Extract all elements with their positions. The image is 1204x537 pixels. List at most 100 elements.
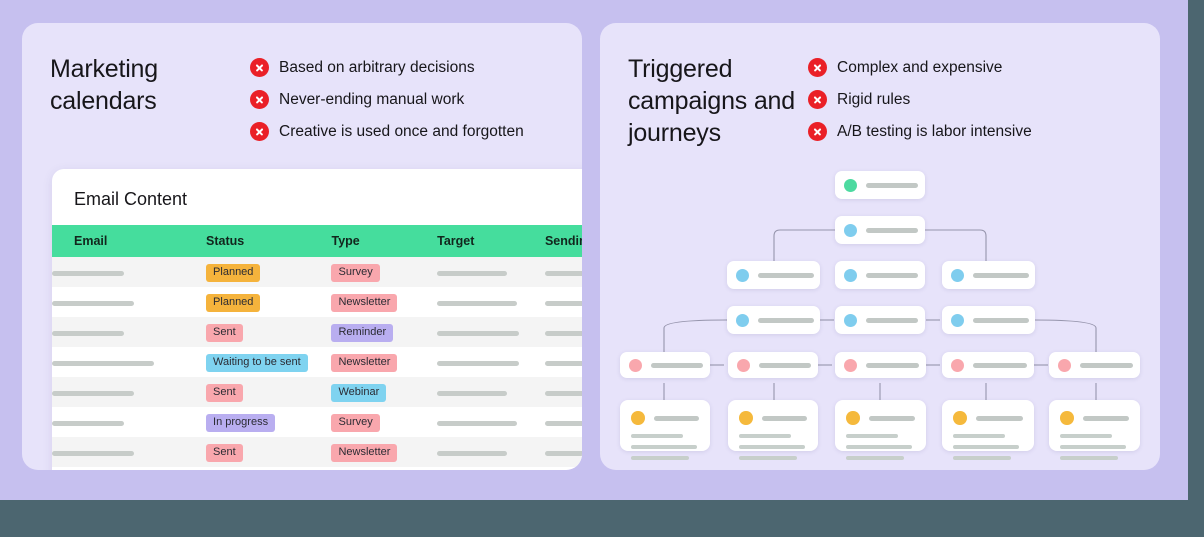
x-circle-icon [250, 58, 269, 77]
column-header-status[interactable]: Status [206, 225, 332, 257]
flow-node-level4[interactable] [942, 306, 1035, 334]
cell-sending [544, 377, 582, 407]
list-item: Creative is used once and forgotten [250, 121, 554, 142]
flow-node-level5[interactable] [942, 352, 1034, 378]
bullet-label: A/B testing is labor intensive [837, 122, 1032, 140]
flow-leaf-card[interactable] [835, 400, 926, 460]
cell-target [437, 317, 545, 347]
cell-email [52, 257, 206, 287]
sending-placeholder [544, 361, 582, 366]
flow-node-level5[interactable] [835, 352, 926, 378]
cell-sending [544, 257, 582, 287]
flow-leaf-card[interactable] [942, 400, 1034, 460]
status-badge: Waiting to be sent [206, 354, 308, 372]
table-row[interactable]: Sent Reminder [52, 317, 582, 347]
triggered-campaigns-card: Triggered campaigns and journeys Complex… [600, 23, 1160, 470]
bullet-label: Never-ending manual work [279, 90, 465, 108]
cell-sending [544, 287, 582, 317]
flow-node-level3[interactable] [942, 261, 1035, 289]
email-placeholder [52, 421, 124, 426]
node-label-placeholder [866, 272, 918, 278]
cell-sending [544, 347, 582, 377]
list-item: A/B testing is labor intensive [808, 121, 1132, 142]
status-dot-yellow [739, 411, 753, 425]
status-dot-blue [844, 223, 857, 237]
left-card-bullet-list: Based on arbitrary decisions Never-endin… [250, 53, 554, 153]
node-label-placeholder [866, 227, 918, 233]
leaf-text-line [739, 434, 791, 438]
column-header-email[interactable]: Email [52, 225, 207, 257]
flow-node-level4[interactable] [727, 306, 820, 334]
email-content-title: Email Content [74, 189, 188, 209]
status-dot-yellow [631, 411, 645, 425]
x-circle-icon [808, 122, 827, 141]
flow-node-level5[interactable] [1049, 352, 1140, 378]
flow-node-level3[interactable] [835, 261, 925, 289]
status-dot-yellow [846, 411, 860, 425]
column-header-sending[interactable]: Sending [544, 225, 582, 257]
x-circle-icon [250, 122, 269, 141]
column-header-target[interactable]: Target [437, 225, 545, 257]
email-placeholder [52, 451, 134, 456]
flow-leaf-card[interactable] [728, 400, 818, 460]
flow-node-level1[interactable] [835, 171, 925, 199]
leaf-title-placeholder [761, 415, 807, 421]
table-row[interactable]: Sent Webinar [52, 377, 582, 407]
table-row[interactable]: Waiting to be sent Newsletter [52, 347, 582, 377]
flow-node-level4[interactable] [835, 306, 925, 334]
flow-node-level5[interactable] [728, 352, 818, 378]
email-content-widget: Email Content Email Status Type Target S… [52, 169, 582, 470]
flow-leaf-card[interactable] [620, 400, 710, 460]
status-badge: Sent [206, 324, 243, 342]
cell-type: Survey [331, 257, 437, 287]
list-item: Complex and expensive [808, 57, 1132, 78]
leaf-card-header [631, 411, 699, 425]
cell-email [52, 407, 206, 437]
cell-type: Webinar [331, 377, 437, 407]
status-dot-blue [844, 268, 857, 282]
right-card-title: Triggered campaigns and journeys [628, 55, 795, 147]
sending-placeholder [544, 421, 582, 426]
target-placeholder [437, 301, 518, 306]
cell-sending [544, 407, 582, 437]
flow-node-level3[interactable] [727, 261, 820, 289]
status-badge: Planned [206, 264, 261, 282]
column-header-type[interactable]: Type [331, 225, 438, 257]
type-badge: Webinar [331, 384, 387, 402]
status-badge: Sent [206, 384, 243, 402]
status-badge: Planned [206, 294, 261, 312]
flow-node-level5[interactable] [620, 352, 710, 378]
node-label-placeholder [758, 317, 814, 323]
cell-target [437, 437, 545, 467]
table-row[interactable]: Planned Survey [52, 257, 582, 287]
status-dot-blue [951, 313, 964, 327]
flow-node-level2[interactable] [835, 216, 925, 244]
bullet-label: Based on arbitrary decisions [279, 58, 475, 76]
status-dot-blue [736, 313, 749, 327]
leaf-text-line [631, 434, 683, 438]
cell-target [437, 407, 545, 437]
right-edge-bar [1188, 0, 1204, 500]
leaf-text-line [739, 445, 805, 449]
leaf-text-line [1060, 445, 1126, 449]
status-dot-pink [629, 358, 642, 372]
table-header-row: Email Status Type Target Sending [52, 225, 582, 257]
cell-type: Newsletter [331, 347, 437, 377]
leaf-text-line [846, 445, 912, 449]
cell-target [437, 377, 545, 407]
status-dot-blue [844, 313, 857, 327]
flow-leaf-card[interactable] [1049, 400, 1140, 460]
node-label-placeholder [973, 317, 1029, 323]
cell-target [437, 257, 545, 287]
status-dot-yellow [1060, 411, 1074, 425]
journey-flow-diagram [600, 23, 1160, 470]
sending-placeholder [544, 391, 582, 396]
leaf-text-line [739, 456, 797, 460]
type-badge: Newsletter [331, 444, 398, 462]
cell-type: Reminder [331, 317, 437, 347]
status-dot-pink [951, 358, 964, 372]
